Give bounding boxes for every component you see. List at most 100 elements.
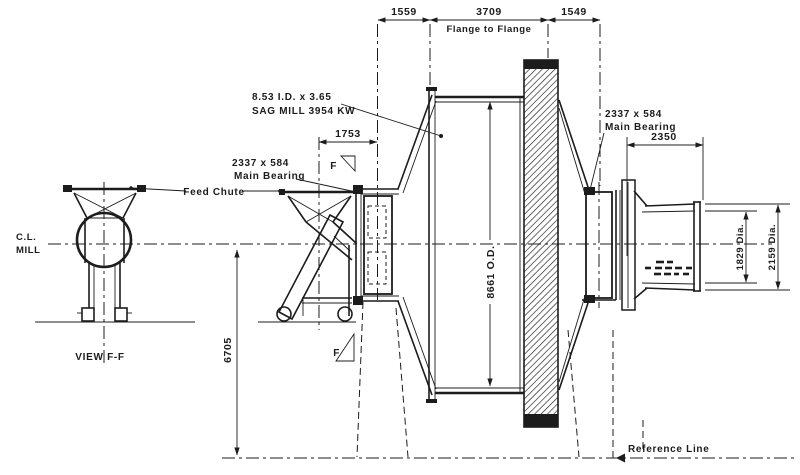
ring-gear	[523, 59, 559, 428]
annotations: 8.53 I.D. x 3.65 SAG MILL 3954 KW 2337 x…	[129, 92, 676, 198]
feed-cone-top-o	[397, 94, 433, 190]
section-flag-top-triangle	[339, 155, 356, 173]
feed-chute-assembly	[258, 189, 358, 323]
dim-1829-dia: 1829 Dia.	[735, 224, 746, 271]
feed-bearing-label1: 2337 x 584	[232, 158, 289, 169]
flange-cap-bot	[426, 399, 437, 403]
guard-line-1	[356, 301, 364, 458]
dim-3709: 3709	[476, 6, 502, 18]
centerlines	[48, 24, 772, 365]
feed-cone-bot-i	[402, 296, 437, 390]
cart-wheel-l	[276, 306, 292, 322]
disch-bearing-leader-dot	[588, 188, 592, 192]
top-dimension-chain: 1559 3709 Flange to Flange 1549	[377, 6, 601, 35]
feed-bearing-detail-1	[367, 205, 387, 239]
viewff-flange-nub-left	[63, 185, 72, 192]
drum-bot-i	[641, 282, 696, 285]
feed-flange-cap-top	[353, 185, 363, 194]
reference-arrow	[616, 453, 625, 463]
feed-bearing-assembly	[353, 185, 399, 305]
disch-ring2	[621, 179, 636, 311]
section-flag-top-letter: F	[330, 161, 337, 172]
feed-chute-leader-l-dot	[129, 186, 133, 190]
disch-bearing-label2: Main Bearing	[605, 122, 676, 133]
discharge-end-assembly	[582, 179, 701, 311]
viewff-wheel-l	[81, 307, 95, 322]
disch-cone-bot-o	[558, 299, 590, 391]
disch-bearing-cap-bot	[584, 295, 595, 303]
dim-6705: 6705	[222, 337, 234, 363]
chute-brace-2	[305, 195, 352, 223]
feed-chute-label: Feed Chute	[183, 187, 244, 198]
dim-2350: 2350	[651, 131, 677, 143]
section-flags: F F	[330, 155, 356, 362]
chute-flange-nub	[279, 189, 285, 195]
drum-top-o	[644, 203, 696, 207]
feed-bearing-leader-dot	[354, 190, 358, 194]
reference-line-group: Reference Line	[222, 444, 795, 463]
feed-bearing-leader	[295, 178, 357, 193]
gear-hatched-band	[523, 59, 559, 428]
chute-spout-2	[333, 235, 351, 252]
disch-cone-top-i	[558, 107, 586, 195]
disch-bearing-block	[585, 191, 613, 299]
gear-cap-bot	[524, 414, 558, 427]
feed-offset-dimension: 1753	[318, 128, 378, 145]
mill-body	[397, 87, 590, 403]
cl-label-line2: MILL	[16, 245, 41, 256]
dim-1753: 1753	[335, 128, 361, 140]
drum-shoulder-bot	[633, 287, 648, 300]
chute-spout-1	[339, 227, 358, 245]
mill-spec-line1: 8.53 I.D. x 3.65	[252, 92, 332, 103]
disch-cone-top-o	[558, 99, 590, 191]
viewff-trunnion-circle	[75, 211, 133, 269]
section-flag-bottom-letter: F	[333, 348, 340, 359]
feed-cone-bot-o	[397, 300, 433, 396]
feed-chute-leader-r-dot	[278, 189, 282, 193]
disch-bearing-leader	[589, 132, 605, 191]
flange-cap-top	[426, 87, 437, 91]
mill-spec-line2: SAG MILL 3954 KW	[252, 106, 355, 117]
gear-guard-outline	[356, 301, 644, 459]
guard-line-2	[395, 307, 409, 458]
discharge-port-dashes	[645, 260, 692, 276]
chute-brace-1	[287, 195, 334, 223]
chute-lower-l	[305, 221, 353, 261]
disch-cone-bot-i	[558, 295, 586, 383]
feed-bearing-block	[363, 195, 393, 295]
view-ff: VIEW F-F	[35, 185, 195, 363]
viewff-hopper-side-r	[122, 192, 137, 219]
height-dimension: 6705	[222, 249, 240, 456]
chute-barrel	[277, 213, 345, 321]
dim-flange-to-flange: Flange to Flange	[446, 24, 531, 35]
viewff-hopper-side-l	[73, 192, 88, 219]
dim-2159-dia: 2159 Dia.	[767, 224, 778, 271]
gear-cap-top	[524, 60, 558, 69]
dim-1559: 1559	[391, 6, 417, 18]
cl-mill-label: C.L. MILL	[16, 232, 41, 256]
cart-wheel-r	[337, 306, 353, 322]
feed-flange-cap-bot	[353, 296, 363, 305]
feed-bearing-detail-2	[367, 251, 387, 285]
viewff-brace-1	[73, 192, 124, 219]
spec-leader	[340, 103, 442, 137]
feed-cone-top-i	[402, 100, 437, 194]
reference-line-label: Reference Line	[628, 444, 710, 455]
view-ff-label: VIEW F-F	[75, 352, 124, 363]
spec-leader-dot	[439, 134, 443, 138]
section-flag-bottom-triangle	[335, 332, 355, 362]
feed-bearing-label2: Main Bearing	[234, 171, 305, 182]
chute-hopper-side-l	[287, 195, 307, 223]
dim-8661-od: 8661 O.D.	[485, 245, 497, 298]
dim-1549: 1549	[561, 6, 587, 18]
right-dimensions: 1829 Dia. 2159 Dia. 2350	[626, 131, 790, 291]
viewff-wheel-r	[114, 307, 128, 322]
drum-bot-o	[644, 287, 696, 291]
feed-chute-leader-l	[130, 187, 187, 192]
guard-line-3	[567, 329, 580, 458]
disch-bearing-label1: 2337 x 584	[605, 109, 662, 120]
od-dimension: 8661 O.D.	[485, 101, 497, 387]
cl-label-line1: C.L.	[16, 232, 36, 243]
